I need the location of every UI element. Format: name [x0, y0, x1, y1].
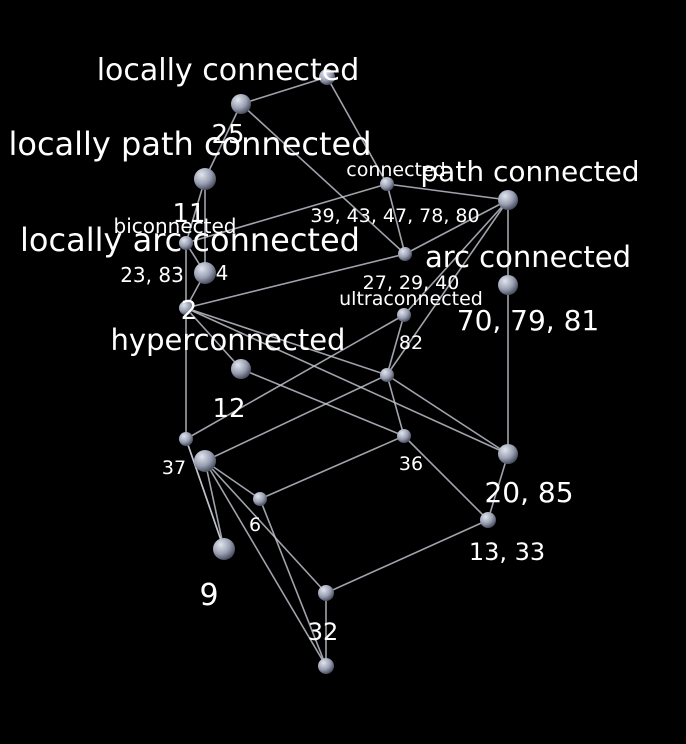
- node-label-11: 11: [172, 199, 205, 229]
- edge-n36-n6: [259, 435, 405, 500]
- node-label-70: 70, 79, 81: [457, 304, 600, 337]
- edge-hyper_mid-n20: [386, 374, 509, 455]
- edge-n2-n12: [185, 307, 242, 370]
- edge-n2-hyper_mid: [185, 307, 388, 376]
- node-label-82: 82: [399, 332, 423, 354]
- node-n11[interactable]: [194, 168, 216, 190]
- node-connected[interactable]: [380, 177, 394, 191]
- nodes-layer: [179, 69, 518, 674]
- node-n2[interactable]: [179, 301, 193, 315]
- class-label-locally-arc-connected: locally arc connected: [20, 221, 360, 259]
- edge-path_connected-hyper_mid: [386, 199, 509, 376]
- node-n9[interactable]: [213, 538, 235, 560]
- edge-n9-n37: [185, 438, 225, 550]
- edge-connected-n27: [386, 183, 406, 255]
- node-n_bottom[interactable]: [318, 658, 334, 674]
- node-label-27: 27, 29, 40: [363, 272, 460, 294]
- edge-n20-n13: [487, 453, 509, 521]
- edge-hyper_mid-n_left_big: [204, 374, 388, 462]
- node-path_connected[interactable]: [498, 190, 518, 210]
- edge-connected-path_connected: [386, 183, 509, 201]
- class-label-hyperconnected: hyperconnected: [111, 323, 346, 357]
- node-label-39: 39, 43, 47, 78, 80: [310, 205, 479, 227]
- edge-n6-n_bottom: [259, 498, 327, 667]
- node-n20[interactable]: [498, 444, 518, 464]
- node-label-12: 12: [212, 394, 245, 424]
- edge-path_connected-ultraconnected: [403, 199, 509, 316]
- edge-path_connected-n27: [404, 199, 509, 255]
- class-label-path-connected: path connected: [420, 155, 639, 188]
- node-label-4: 4: [216, 261, 229, 285]
- node-label-23: 23, 83: [120, 263, 184, 287]
- edge-n25-n11: [204, 103, 242, 180]
- node-label-13: 13, 33: [469, 538, 545, 566]
- node-n37[interactable]: [179, 432, 193, 446]
- node-ultraconnected[interactable]: [397, 308, 411, 322]
- edge-n_left_big-n32: [204, 460, 327, 594]
- node-label-6: 6: [249, 514, 261, 536]
- edge-locally_connected_top-connected: [326, 76, 388, 185]
- node-label-9: 9: [199, 578, 218, 613]
- labels-layer: locally connected locally path connected…: [8, 53, 639, 646]
- node-locally_connected_top[interactable]: [319, 69, 335, 85]
- class-label-biconnected: biconnected: [114, 214, 237, 238]
- node-label-2: 2: [181, 296, 198, 326]
- node-n25[interactable]: [231, 94, 251, 114]
- edges-layer: [185, 76, 509, 667]
- node-hyper_mid[interactable]: [380, 368, 394, 382]
- edge-n_left_big-n_bottom: [204, 460, 327, 667]
- node-n_left_big[interactable]: [194, 450, 216, 472]
- edge-n12-n36: [240, 368, 405, 437]
- node-biconnected[interactable]: [179, 236, 193, 250]
- edge-n_left_big-n9: [204, 460, 225, 550]
- edge-n13-n32: [325, 519, 489, 594]
- edge-n36-n13: [403, 435, 489, 521]
- edge-ultraconnected-hyper_mid: [386, 314, 405, 376]
- edge-n2-n20: [185, 307, 509, 455]
- class-label-ultraconnected: ultraconnected: [339, 288, 483, 310]
- edge-n27-n2: [185, 253, 406, 309]
- edge-connected-n23: [185, 183, 388, 244]
- node-label-20: 20, 85: [484, 476, 573, 509]
- node-label-32: 32: [308, 618, 339, 646]
- class-label-arc-connected: arc connected: [425, 240, 631, 274]
- node-n39[interactable]: [398, 247, 412, 261]
- class-label-connected: connected: [346, 159, 446, 181]
- node-n12[interactable]: [231, 359, 251, 379]
- node-n32[interactable]: [318, 585, 334, 601]
- node-label-37: 37: [162, 457, 186, 479]
- edge-hyper_mid-n36: [386, 374, 405, 437]
- edge-locally_connected_top-n25: [240, 76, 328, 105]
- edge-ultraconnected-n37: [185, 314, 405, 440]
- class-label-locally-path-connected: locally path connected: [8, 125, 371, 163]
- node-arc_connected[interactable]: [498, 275, 518, 295]
- node-n36[interactable]: [397, 429, 411, 443]
- node-label-36: 36: [399, 453, 423, 475]
- node-n4[interactable]: [194, 262, 216, 284]
- edge-n11-biconnected: [185, 178, 206, 244]
- edge-n_left_big-n6: [204, 460, 261, 500]
- edge-n25-n27: [240, 103, 406, 255]
- node-label-25: 25: [211, 120, 244, 150]
- class-label-locally-connected: locally connected: [97, 53, 360, 88]
- node-n13[interactable]: [480, 512, 496, 528]
- node-n6[interactable]: [253, 492, 267, 506]
